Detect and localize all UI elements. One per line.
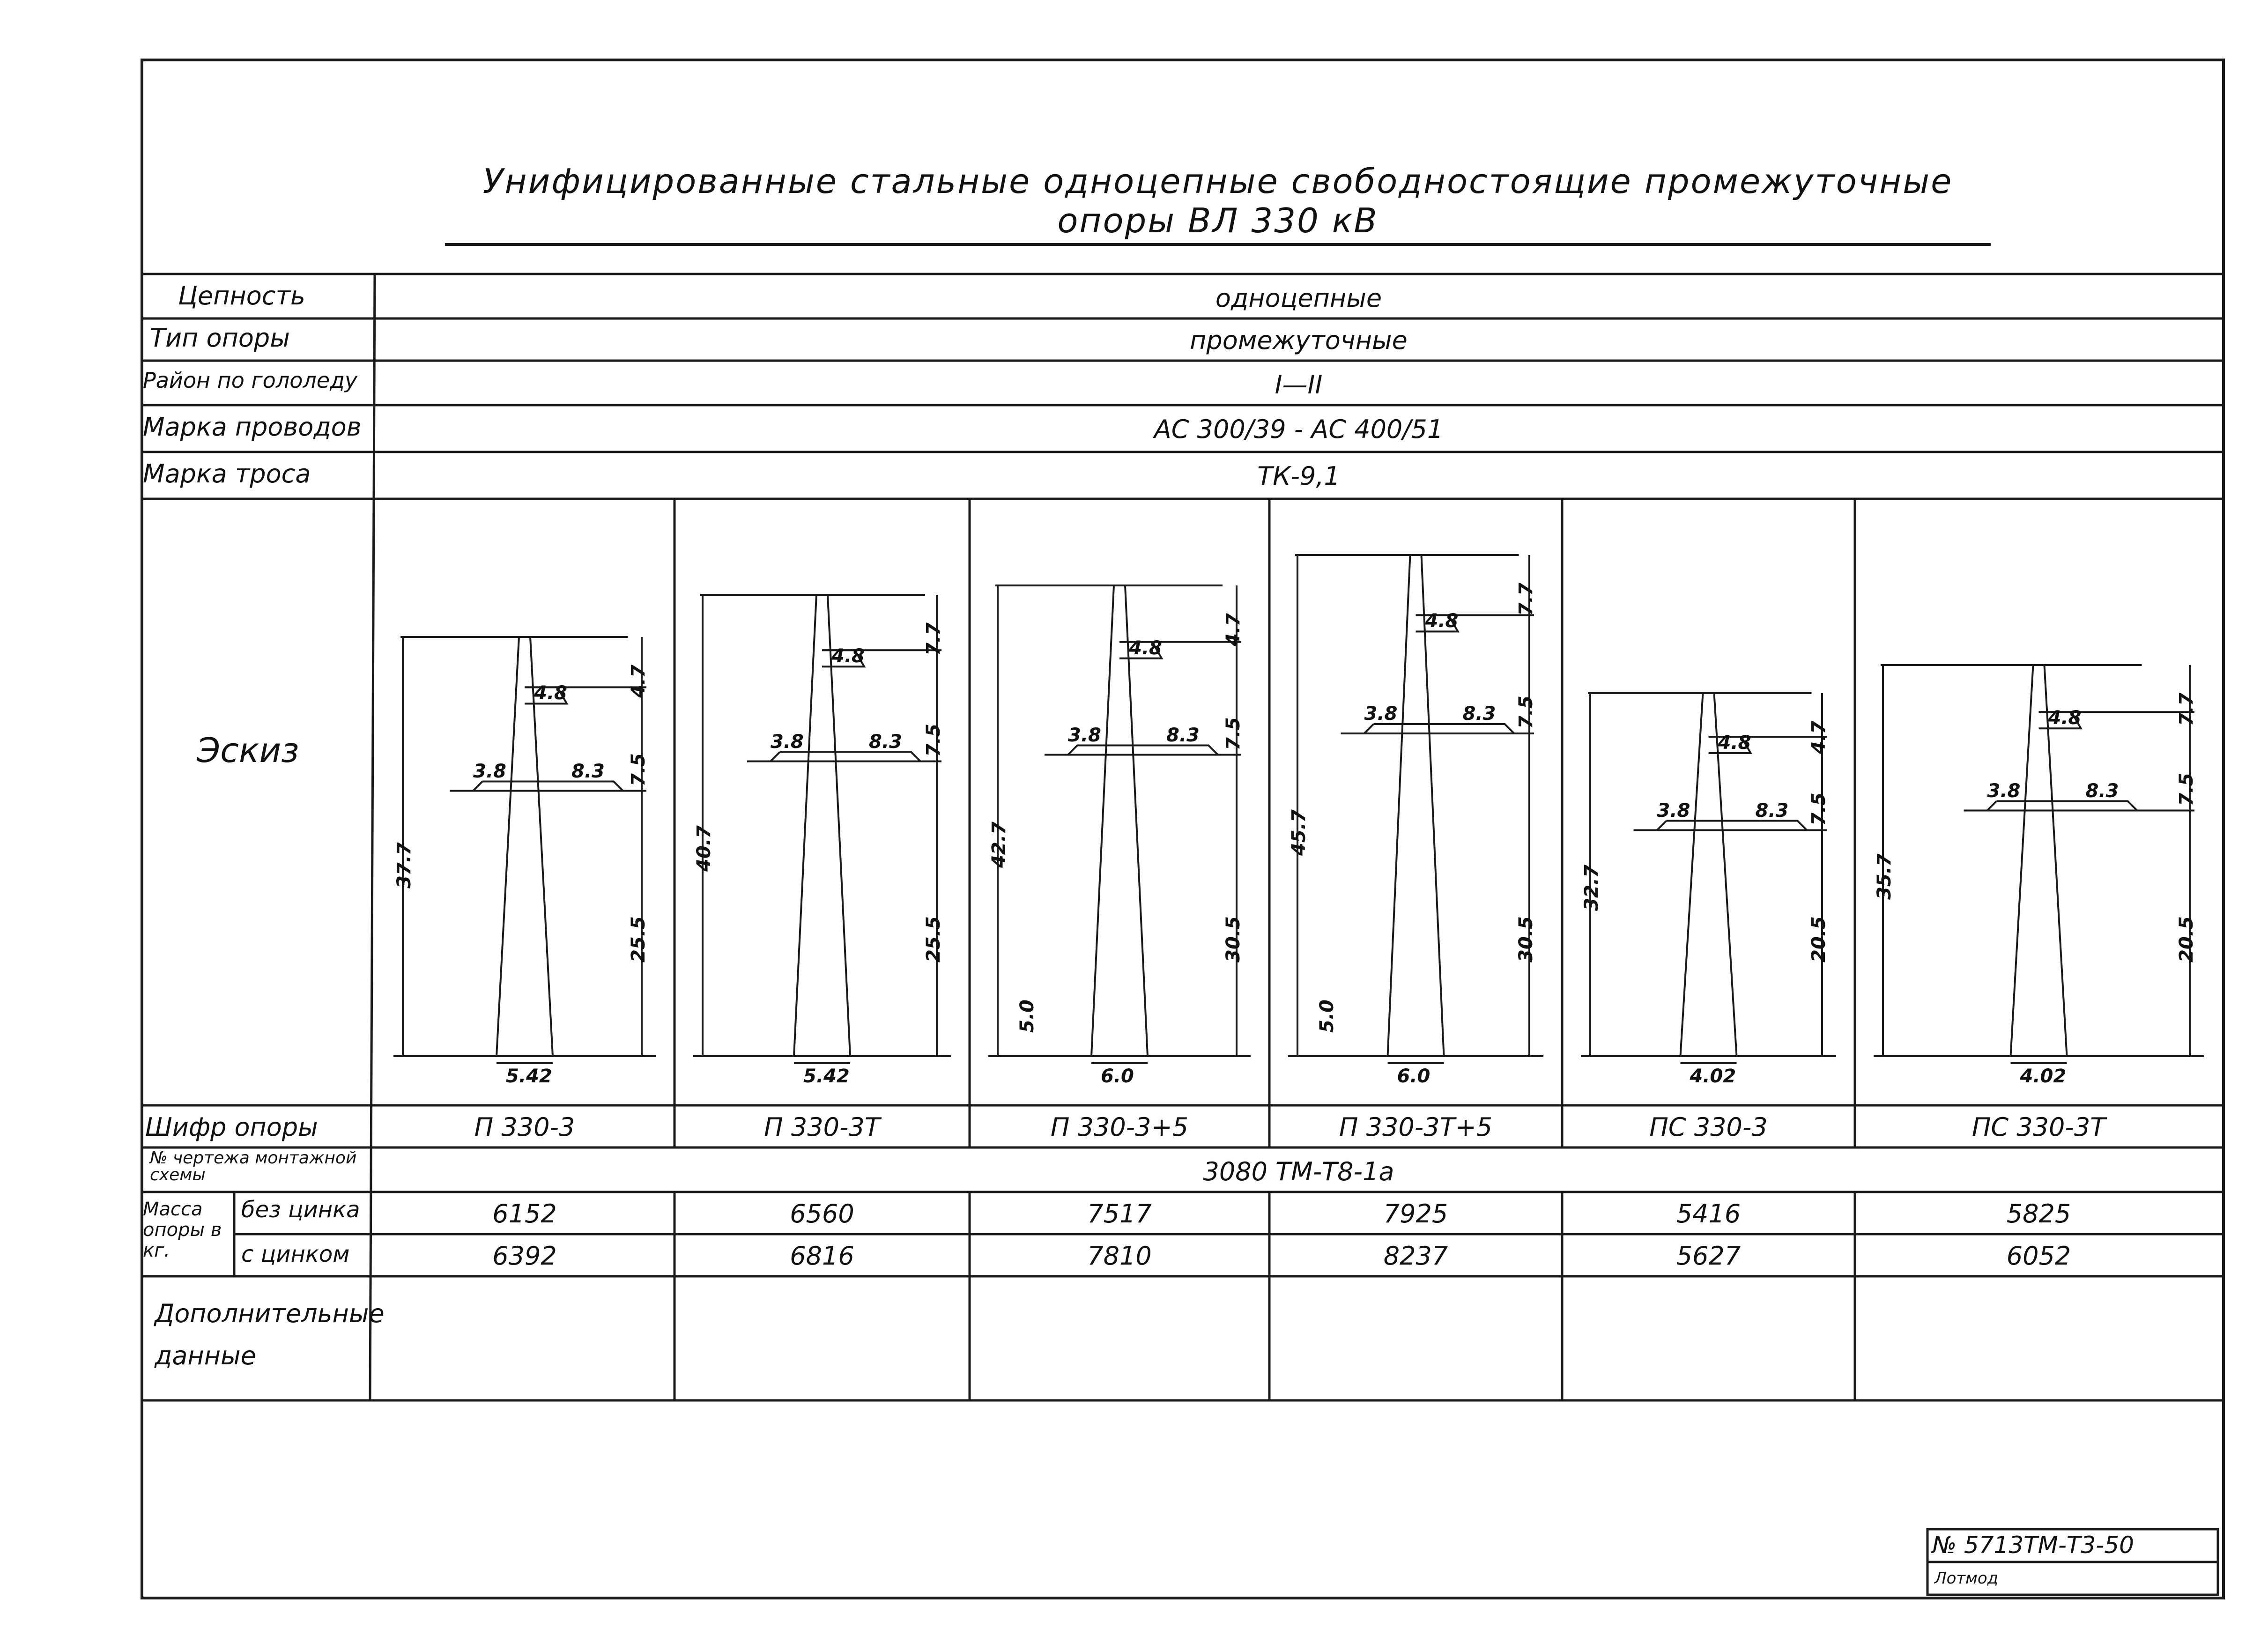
mass-zinc-2: 6816 [790,1241,854,1271]
mass-zinc-4: 8237 [1383,1241,1448,1271]
label-cable-grade: Марка троса [143,459,311,488]
mass-no-zinc-5: 5416 [1676,1199,1741,1229]
value-cable-grade: ТК-9,1 [1257,461,1340,491]
arm-top-dim-5: 4.8 [1718,732,1751,754]
drawing-frame [141,59,2225,1599]
label-tower-code: Шифр опоры [145,1112,318,1142]
top-dim-4: 7.7 [1515,583,1537,616]
arm-top-dim-6: 4.8 [2048,707,2082,729]
tower-crossarm-4 [1362,723,1517,734]
top-dim-2: 7.7 [923,622,944,656]
arm-right-dim-4: 8.3 [1462,703,1496,725]
tower-code-3: П 330-3+5 [1050,1112,1189,1142]
height-dim-1: 37.7 [393,842,415,888]
arm-left-dim-4: 3.8 [1364,703,1398,725]
arm-left-dim-3: 3.8 [1068,724,1101,746]
stamp-number: № 5713ТМ-Т3-50 [1932,1532,2134,1559]
value-tower-type: промежуточные [1190,326,1408,355]
tower-crossarm-6 [1985,800,2140,812]
value-ice-region: I—II [1275,370,1323,400]
base-dim-4: 30.5 [1515,916,1537,962]
arm-top-dim-2: 4.8 [831,645,865,667]
mid-dim-5: 7.5 [1808,792,1830,826]
arm-top-dim-4: 4.8 [1425,610,1459,632]
tower-code-6: ПС 330-3Т [1972,1112,2106,1142]
mass-zinc-5: 5627 [1676,1241,1741,1271]
base-dim-5: 20.5 [1808,916,1830,962]
tower-code-2: П 330-3Т [764,1112,880,1142]
base-dim-2: 25.5 [923,916,944,962]
top-dim-1: 4.7 [628,665,649,698]
top-dim-5: 4.7 [1808,721,1830,754]
arm-right-dim-6: 8.3 [2085,780,2119,802]
value-circuit: одноцепные [1215,283,1382,313]
base-dim-1: 25.5 [628,916,649,962]
mass-no-zinc-2: 6560 [790,1199,854,1229]
width-dim-6: 4.02 [2020,1066,2067,1087]
arm-left-dim-6: 3.8 [1987,780,2021,802]
label-extra: Дополнительные данные [155,1299,385,1370]
mid-dim-2: 7.5 [923,723,944,757]
label-tower-type: Тип опоры [150,323,290,353]
tower-sketches [393,554,2204,1064]
tower-code-4: П 330-3Т+5 [1339,1112,1493,1142]
label-drawing-no: № чертежа монтажной схемы [150,1148,357,1184]
stamp-sheet: Лотмод [1934,1569,1999,1588]
arm-right-dim-1: 8.3 [571,760,605,782]
width-dim-3: 6.0 [1101,1066,1134,1087]
tower-crossarm-5 [1654,820,1809,831]
mid-dim-6: 7.5 [2176,772,2197,806]
height-dim-5: 32.7 [1581,865,1602,911]
height-dim-6: 35.7 [1874,853,1895,900]
tower-crossarm-1 [471,780,625,792]
tower-code-5: ПС 330-3 [1649,1112,1768,1142]
mass-no-zinc-6: 5825 [2006,1199,2071,1229]
mass-no-zinc-4: 7925 [1383,1199,1448,1229]
label-wire-grade: Марка проводов [143,412,362,442]
label-ice-region: Район по гололеду [143,368,358,393]
mass-zinc-1: 6392 [492,1241,557,1271]
value-wire-grade: АС 300/39 - АС 400/51 [1154,414,1444,444]
width-dim-2: 5.42 [803,1066,850,1087]
arm-right-dim-5: 8.3 [1755,799,1789,822]
arm-left-dim-1: 3.8 [473,760,506,782]
label-mass-zinc: с цинком [241,1241,350,1267]
arm-left-dim-2: 3.8 [771,731,804,753]
sheet-title: Унифицированные стальные одноцепные своб… [445,162,1991,246]
mid-dim-4: 7.5 [1515,696,1537,729]
arm-left-dim-5: 3.8 [1657,799,1690,822]
arm-top-dim-1: 4.8 [534,682,567,704]
mass-no-zinc-1: 6152 [492,1199,557,1229]
value-drawing-no: 3080 ТМ-Т8-1а [1203,1157,1394,1186]
label-mass: Масса опоры в кг. [143,1199,222,1261]
extra-dim-3: 5.0 [1016,999,1038,1033]
tower-crossarm-2 [768,751,923,762]
height-dim-2: 40.7 [693,825,715,872]
mass-no-zinc-3: 7517 [1087,1199,1152,1229]
width-dim-1: 5.42 [506,1066,552,1087]
width-dim-5: 4.02 [1690,1066,1736,1087]
arm-right-dim-3: 8.3 [1166,724,1200,746]
extra-dim-4: 5.0 [1316,999,1338,1033]
height-dim-4: 45.7 [1288,809,1310,856]
base-dim-6: 20.5 [2176,916,2197,962]
tower-crossarm-3 [1066,744,1220,756]
top-dim-3: 4.7 [1223,613,1244,646]
label-mass-no-zinc: без цинка [241,1197,360,1223]
mass-zinc-3: 7810 [1087,1241,1152,1271]
label-circuit: Цепность [178,281,305,311]
width-dim-4: 6.0 [1397,1066,1430,1087]
label-sketch: Эскиз [197,731,299,770]
top-dim-6: 7.7 [2176,693,2197,726]
arm-top-dim-3: 4.8 [1129,637,1162,659]
tower-code-1: П 330-3 [474,1112,575,1142]
arm-right-dim-2: 8.3 [869,731,902,753]
mid-dim-1: 7.5 [628,753,649,786]
mid-dim-3: 7.5 [1223,717,1244,750]
height-dim-3: 42.7 [988,822,1010,868]
mass-zinc-6: 6052 [2006,1241,2071,1271]
base-dim-3: 30.5 [1223,916,1244,962]
